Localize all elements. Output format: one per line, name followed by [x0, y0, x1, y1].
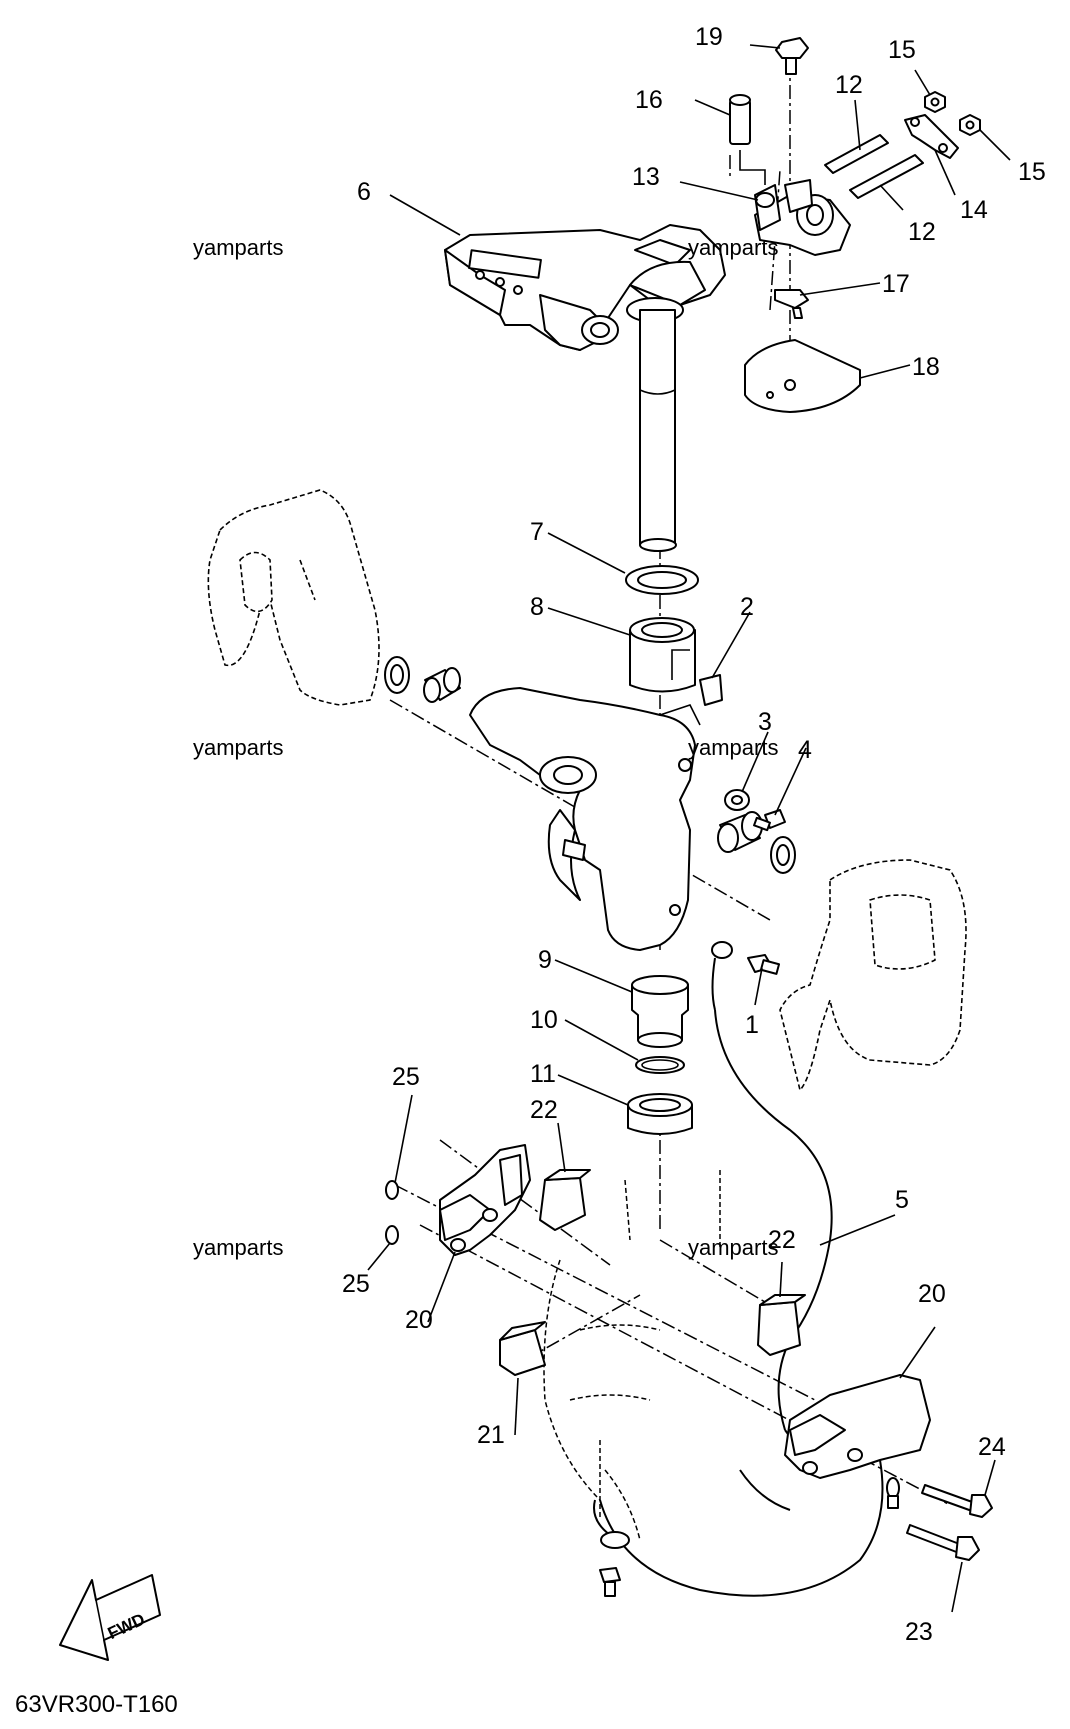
part-14-plate	[904, 114, 959, 159]
right-pivot-bushing	[717, 811, 763, 853]
callout-5: 5	[895, 1186, 909, 1214]
callout-17: 17	[882, 270, 910, 298]
part-6-steering-arm	[444, 224, 726, 351]
watermark-text: yamparts	[688, 1235, 778, 1260]
part-23-bolt	[906, 1524, 980, 1561]
part-16-pin	[729, 94, 766, 185]
watermark-text: yamparts	[193, 235, 283, 260]
swivel-bracket	[469, 687, 701, 951]
callout-3: 3	[758, 708, 772, 736]
left-pivot-bushing	[423, 667, 461, 703]
watermark-text: yamparts	[688, 735, 778, 760]
part-11-seal	[627, 1093, 693, 1135]
callout-9: 9	[538, 946, 552, 974]
callout-20: 20	[405, 1306, 433, 1334]
part-20-left-stopper	[439, 1144, 531, 1256]
callout-8: 8	[530, 593, 544, 621]
part-10-o-ring	[635, 1056, 685, 1074]
part-15-nuts	[924, 91, 981, 136]
part-25-washers	[385, 1180, 399, 1245]
part-19-bolt	[775, 37, 809, 75]
part-17-clip	[774, 289, 809, 319]
right-pivot-washer	[770, 836, 796, 874]
callout-12: 12	[835, 71, 863, 99]
steering-shaft	[639, 309, 677, 552]
ghost-lower-case	[543, 1170, 721, 1541]
callout-20: 20	[918, 1280, 946, 1308]
part-5-ground-lead	[593, 1009, 894, 1597]
leader-lines	[367, 44, 1011, 1613]
callout-25: 25	[392, 1063, 420, 1091]
callout-24: 24	[978, 1433, 1006, 1461]
part-1-bolt	[747, 954, 781, 975]
part-21-block	[499, 1321, 546, 1376]
part-18-plate	[744, 339, 861, 413]
callout-4: 4	[798, 736, 812, 764]
watermark-text: yamparts	[688, 235, 778, 260]
callout-15: 15	[888, 36, 916, 64]
part-8-bushing	[629, 617, 696, 693]
part-20-right-stopper	[784, 1374, 931, 1479]
part-4-screw	[753, 809, 786, 832]
callout-15: 15	[1018, 158, 1046, 186]
ghost-bracket-right	[779, 859, 967, 1092]
ghost-bracket-left	[207, 489, 380, 706]
callout-10: 10	[530, 1006, 558, 1034]
fwd-arrow: FWD	[59, 1574, 161, 1661]
callout-18: 18	[912, 353, 940, 381]
callout-19: 19	[695, 23, 723, 51]
callout-16: 16	[635, 86, 663, 114]
part-2-tape	[699, 674, 723, 706]
callout-7: 7	[530, 518, 544, 546]
callout-22: 22	[530, 1096, 558, 1124]
watermark-text: yamparts	[193, 735, 283, 760]
callout-13: 13	[632, 163, 660, 191]
callout-22: 22	[768, 1226, 796, 1254]
part-9-bushing	[631, 975, 689, 1048]
part-12-studs	[824, 134, 924, 199]
part-22-damper-right	[757, 1294, 806, 1356]
callout-11: 11	[530, 1060, 556, 1088]
callout-1: 1	[745, 1011, 759, 1039]
part-13-upper-bracket	[754, 179, 851, 256]
callout-21: 21	[477, 1421, 505, 1449]
clip-small	[886, 1477, 900, 1509]
part-7-washer	[625, 565, 699, 595]
part-3-grommet	[724, 789, 750, 811]
callout-23: 23	[905, 1618, 933, 1646]
drawing-code: 63VR300-T160	[15, 1691, 178, 1718]
callout-25: 25	[342, 1270, 370, 1298]
callout-labels: 19 15 12 16 13 15 6 14 12 17 18 7 8 2 3 …	[342, 23, 1046, 1646]
callout-6: 6	[357, 178, 371, 206]
part-24-bolt	[921, 1484, 993, 1518]
left-pivot-washer	[384, 656, 410, 694]
callout-12: 12	[908, 218, 936, 246]
part-22-damper-left	[539, 1169, 591, 1231]
callout-2: 2	[740, 593, 754, 621]
watermarks: yamparts yamparts yamparts yamparts yamp…	[193, 235, 778, 1260]
ground-lead-terminal	[711, 941, 733, 1011]
callout-14: 14	[960, 196, 988, 224]
watermark-text: yamparts	[193, 1235, 283, 1260]
